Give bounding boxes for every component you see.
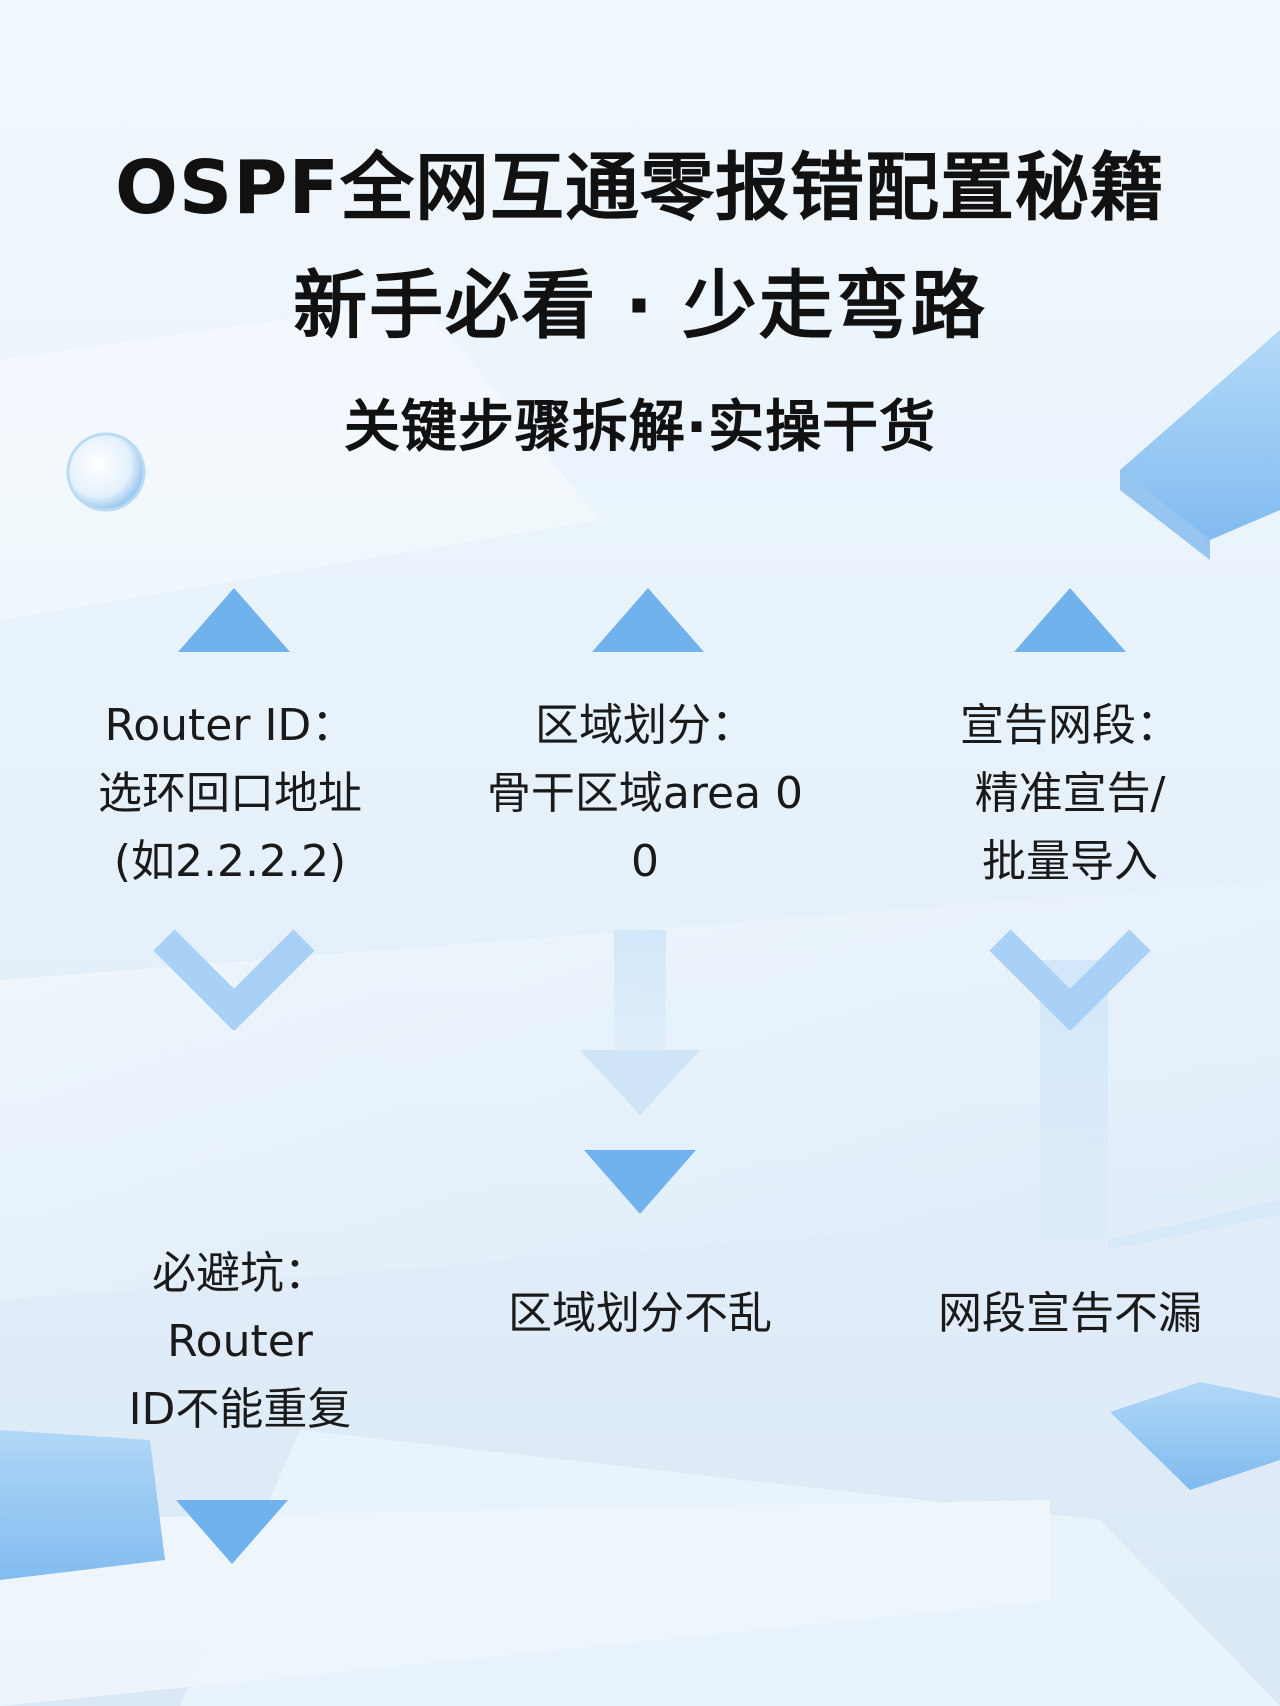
step-example: 0 bbox=[631, 836, 659, 887]
step-detail: 骨干区域area 0 bbox=[486, 768, 804, 819]
outcome-line: 区域划分不乱 bbox=[508, 1288, 772, 1339]
outcome-line: 必避坑： bbox=[152, 1248, 328, 1299]
step-heading: 宣告网段： bbox=[960, 700, 1180, 751]
outcome-router-id: 必避坑： Router ID不能重复 bbox=[60, 1240, 420, 1444]
arrow-down-icon bbox=[580, 1050, 700, 1115]
step-network: 宣告网段： 精准宣告/ 批量导入 bbox=[880, 692, 1260, 896]
step-detail: 选环回口地址 bbox=[98, 768, 362, 819]
outcome-area: 区域划分不乱 bbox=[440, 1280, 840, 1348]
step-example: (如2.2.2.2) bbox=[113, 836, 347, 887]
step-example: 批量导入 bbox=[982, 836, 1158, 887]
outcome-line: ID不能重复 bbox=[128, 1384, 352, 1435]
triangle-up-icon bbox=[178, 588, 290, 652]
step-area: 区域划分： 骨干区域area 0 0 bbox=[440, 692, 850, 896]
triangle-up-icon bbox=[1014, 588, 1126, 652]
step-heading: 区域划分： bbox=[535, 700, 755, 751]
page-tagline: 关键步骤拆解·实操干货 bbox=[343, 395, 937, 460]
triangle-up-icon bbox=[592, 588, 704, 652]
triangle-down-icon bbox=[584, 1150, 696, 1214]
step-heading: Router ID： bbox=[104, 700, 356, 751]
chevron-down-icon bbox=[989, 929, 1151, 1030]
step-detail: 精准宣告/ bbox=[974, 768, 1166, 819]
page-subtitle: 新手必看 · 少走弯路 bbox=[293, 263, 987, 349]
page-title: OSPF全网互通零报错配置秘籍 bbox=[115, 145, 1165, 231]
chevron-down-icon bbox=[153, 929, 315, 1030]
triangle-down-icon bbox=[176, 1500, 288, 1564]
outcome-line: Router bbox=[167, 1316, 313, 1367]
step-router-id: Router ID： 选环回口地址 (如2.2.2.2) bbox=[40, 692, 420, 896]
outcome-line: 网段宣告不漏 bbox=[938, 1288, 1202, 1339]
outcome-network: 网段宣告不漏 bbox=[880, 1280, 1260, 1348]
